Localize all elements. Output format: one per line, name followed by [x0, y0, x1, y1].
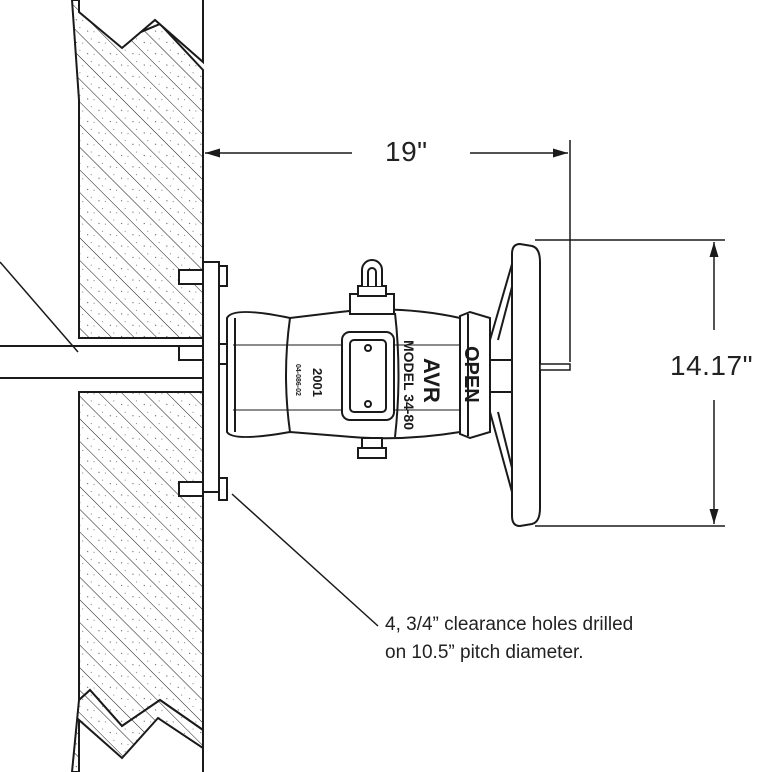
shaft [0, 345, 205, 379]
width-dimension-label: 19" [385, 136, 428, 167]
lifting-eye [349, 259, 395, 315]
mounting-plate [202, 261, 220, 493]
model-text: MODEL 34-80 [401, 340, 417, 430]
handwheel-rim [511, 242, 541, 528]
serial-text: 04-086-02 [294, 364, 301, 396]
direction-text: OPEN [460, 346, 482, 403]
width-dimension [205, 140, 571, 362]
callout-leader-line [231, 493, 379, 627]
year-text: 2001 [310, 368, 325, 397]
device-markings: AVR MODEL 34-80 2001 04-086-02 OPEN [294, 340, 482, 430]
mounting-bolts [178, 265, 228, 501]
wall-lower-section [78, 391, 204, 732]
handwheel-spokes [489, 263, 519, 493]
height-dimension-label: 14.17" [670, 350, 754, 381]
left-leader-line [0, 261, 79, 353]
wall-break-top [78, 0, 204, 65]
drain-plug [357, 437, 387, 459]
brand-mark: AVR [419, 358, 444, 403]
height-dimension [535, 239, 725, 527]
callout-line-1: 4, 3/4” clearance holes drilled [385, 614, 634, 635]
callout-line-2: on 10.5” pitch diameter. [385, 642, 584, 663]
cover-plate [341, 331, 395, 421]
shaft-stub [539, 363, 571, 371]
wall-upper-section [70, 0, 204, 339]
handwheel-hub [459, 310, 491, 440]
wall-break-bottom [78, 716, 204, 772]
